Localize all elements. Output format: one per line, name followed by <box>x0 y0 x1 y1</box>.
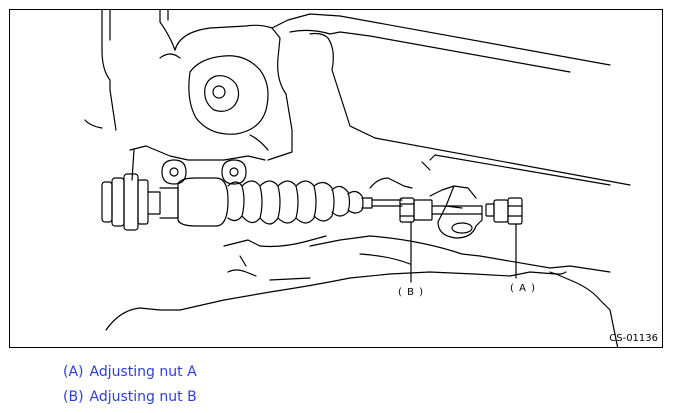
legend-key-b: (B) <box>63 389 84 405</box>
transmission-housing <box>159 13 631 186</box>
legend-text-a: Adjusting nut A <box>89 364 197 380</box>
illustration-frame: ( B ) ( A ) CS-01136 <box>9 9 663 348</box>
legend-item-b: (B) Adjusting nut B <box>63 385 197 410</box>
adjusting-nut-a <box>485 197 523 225</box>
legend-item-a: (A) Adjusting nut A <box>63 360 197 385</box>
body-panel-contour <box>105 235 619 347</box>
callout-leader-lines <box>410 221 517 283</box>
support-bracket <box>84 10 176 131</box>
select-lever-clevis <box>369 177 483 239</box>
adjusting-nut-b <box>399 197 483 223</box>
cable-mount-bracket <box>129 145 611 186</box>
legend-key-a: (A) <box>63 364 84 380</box>
shift-cable-adjustment-drawing <box>84 10 631 347</box>
rubber-boot-bellows <box>227 180 403 225</box>
callout-label-a: ( A ) <box>510 283 537 294</box>
cable-end-joint <box>101 173 229 231</box>
figure-id-label: CS-01136 <box>609 333 658 344</box>
callout-label-b: ( B ) <box>398 287 425 298</box>
callout-legend: (A) Adjusting nut A (B) Adjusting nut B <box>63 360 197 410</box>
legend-text-b: Adjusting nut B <box>89 389 197 405</box>
